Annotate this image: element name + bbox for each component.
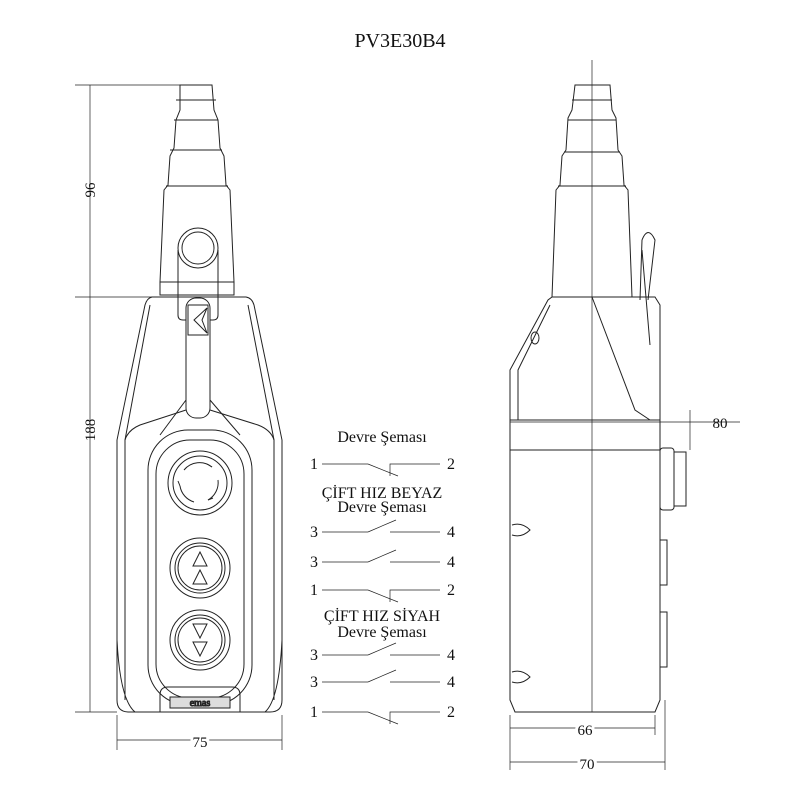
schematic-heading: ÇİFT HIZ BEYAZ [322, 484, 443, 502]
schematic-heading: Devre Şeması [337, 499, 427, 516]
terminal-label: 3 [310, 647, 318, 664]
terminal-label: 1 [310, 456, 318, 473]
schematic-heading: ÇİFT HIZ SİYAH [324, 607, 441, 625]
side-e-stop [659, 447, 675, 511]
dim-gland-height: 96 [83, 182, 99, 198]
normally-closed-contact [322, 589, 440, 603]
terminal-label: 1 [310, 704, 318, 721]
dim-front-width: 75 [193, 735, 208, 751]
terminal-label: 2 [447, 704, 455, 721]
schematic-heading: Devre Şeması [337, 624, 427, 641]
dim-side-body: 66 [578, 723, 594, 739]
cable-gland [159, 84, 235, 296]
brand-mark-icon [193, 307, 208, 334]
enclosure-body [116, 296, 283, 713]
normally-closed-contact [322, 463, 440, 477]
logo-plate: emas [159, 686, 241, 712]
terminal-label: 2 [447, 456, 455, 473]
normally-open-contact [322, 519, 440, 533]
side-body [509, 232, 687, 713]
terminal-label: 3 [310, 674, 318, 691]
normally-open-contact [322, 669, 440, 683]
double-arrow-up-icon [192, 550, 208, 585]
normally-closed-contact [322, 711, 440, 725]
terminal-label: 3 [310, 554, 318, 571]
emergency-stop-button [167, 450, 233, 516]
terminal-label: 4 [447, 524, 455, 541]
terminal-label: 3 [310, 524, 318, 541]
drawing-title: PV3E30B4 [354, 30, 445, 52]
terminal-label: 1 [310, 582, 318, 599]
schematic-block: Devre Şeması 1 2 [310, 429, 455, 477]
schematic-heading: Devre Şeması [337, 429, 427, 446]
terminal-label: 2 [447, 582, 455, 599]
terminal-label: 4 [447, 674, 455, 691]
normally-open-contact [322, 642, 440, 656]
side-dimensions [509, 410, 740, 770]
front-dimensions [75, 84, 283, 750]
double-arrow-down-icon [192, 623, 208, 658]
up-button [169, 537, 231, 599]
terminal-label: 4 [447, 554, 455, 571]
down-button [169, 609, 231, 671]
dim-body-height: 188 [83, 419, 99, 442]
normally-open-contact [322, 549, 440, 563]
side-view: 80 66 70 [509, 60, 740, 776]
dim-side-button: 80 [713, 416, 728, 432]
logo: emas [190, 698, 211, 709]
hook [177, 227, 219, 419]
front-view: emas 96 188 75 [75, 84, 283, 754]
terminal-label: 4 [447, 647, 455, 664]
side-hook [639, 232, 656, 346]
dim-side-total: 70 [580, 757, 595, 773]
